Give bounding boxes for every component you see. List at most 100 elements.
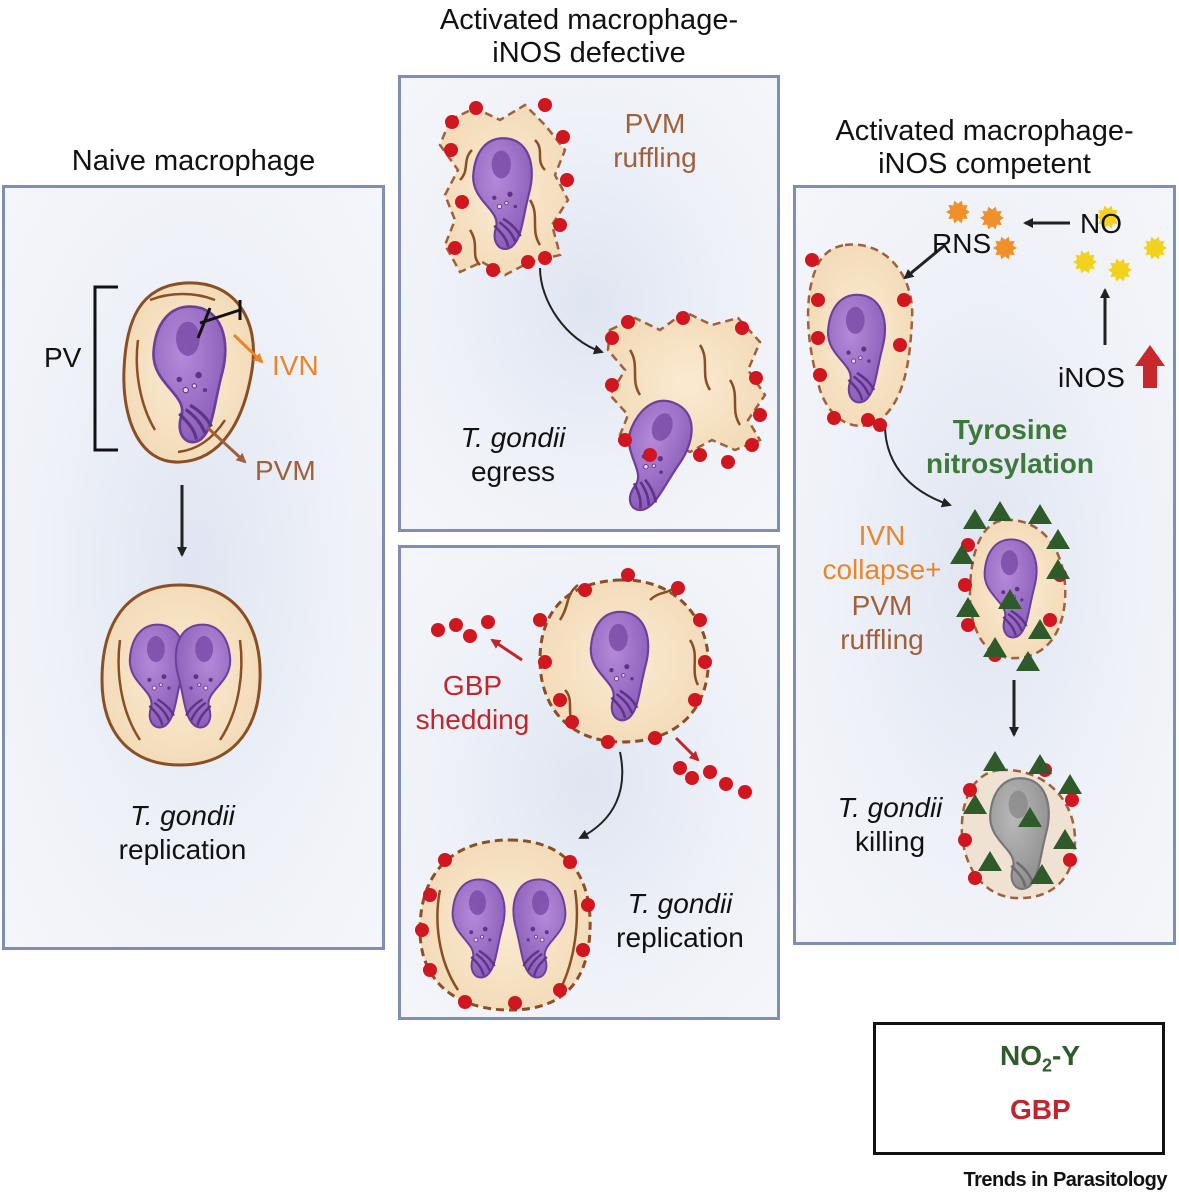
gbp-dot [533,613,547,627]
gbp-dot [643,448,657,462]
gbp-dot [481,615,495,629]
gbp-dot [693,448,707,462]
no2y-triangle [1018,807,1042,827]
gbp-dot [963,783,977,797]
gbp-dot [581,898,595,912]
pvm-ruffling-line1: PVM [624,108,686,139]
no2y-triangle [1030,864,1054,884]
gbp-dot [1043,613,1057,627]
ivn-arrow [232,333,264,364]
competent-title-line1: Activated macrophage- [835,115,1134,147]
pvm-label: PVM [255,455,316,486]
shedding-outcome-organism: T. gondii [627,888,733,919]
rns-label: RNS [932,228,992,259]
gbp-dot [486,263,500,277]
gbp-dot [738,785,752,799]
no2y-triangle [950,544,974,564]
pv-label: PV [44,342,82,373]
egress-curved-arrow [539,267,604,355]
gbp-dot [861,413,875,427]
gbp-dot [415,923,429,937]
gbp-dot [813,368,827,382]
rns-star-icon [993,236,1017,260]
legend-no2y-suffix: -Y [1052,1040,1081,1071]
naive-outcome-label: replication [118,834,247,865]
gbp-dot [1065,793,1079,807]
egress-label: egress [470,456,556,487]
killing-label: killing [854,826,926,857]
shedding-outcome-label: replication [616,922,744,953]
egress-organism: T. gondii [460,422,566,453]
gbp-dot [621,315,635,329]
competent-pvm-ruffling-line1: PVM [851,590,913,621]
gbp-dot [676,311,690,325]
gbp-shedding-line1: GBP [442,670,503,701]
gbp-dot [698,655,712,669]
no-label: NO [1080,208,1122,239]
defective-title-line2: iNOS defective [492,37,686,69]
gbp-dot [458,995,472,1009]
gbp-dot [445,115,459,129]
gbp-dot [553,218,567,232]
rns-star-icon [980,206,1004,230]
no2y-triangle [963,794,987,814]
gbp-dot [693,613,707,627]
no2y-triangle [1016,651,1040,671]
ivn-collapse-line1: IVN [858,520,906,551]
gbp-dot [745,438,759,452]
gbp-dot [538,655,552,669]
gbp-shed-arrow-left [490,638,523,662]
gbp-dot [423,888,437,902]
defective-title-line1: Activated macrophage- [439,4,739,36]
rns-arrow [903,243,946,280]
naive-pv-vacuole [122,281,255,464]
gbp-dot [538,98,552,112]
gbp-dot [463,629,477,643]
naive-panel-title: Naive macrophage [71,145,316,177]
gbp-dot [753,408,767,422]
gbp-dot [735,321,749,335]
gbp-dot [618,433,632,447]
legend-no2y-prefix: NO [1000,1040,1042,1071]
gbp-dot [873,418,887,432]
shedding-curved-arrow [578,751,624,839]
gbp-shedding-line2: shedding [415,704,530,735]
rns-star-icon [946,200,970,224]
gbp-dot [576,943,590,957]
gbp-dot [553,983,567,997]
gbp-dot [605,331,619,345]
inos-up-arrow-icon [1135,345,1165,388]
no2y-triangle [983,751,1007,771]
no2y-triangle [1028,504,1052,524]
legend-gbp-label: GBP [1010,1094,1071,1125]
gbp-dot [449,618,463,632]
gbp-dot [968,871,982,885]
gbp-dot [958,833,972,847]
gbp-dot [897,293,911,307]
gbp-dot [688,693,702,707]
no2y-triangle [1028,619,1052,639]
gbp-dot [958,578,972,592]
shedding-vacuole [538,578,710,744]
no2y-triangle [988,501,1012,521]
no2y-triangle [998,589,1022,609]
ivn-label: IVN [272,350,319,381]
gbp-dot [673,761,687,775]
journal-credit: Trends in Parasitology [963,1169,1167,1191]
defective-egress-group [604,310,767,521]
no-star-icon [1073,250,1097,274]
pv-bracket [93,285,118,452]
gbp-dot [556,130,570,144]
gbp-dot [811,331,825,345]
gbp-dot [601,735,615,749]
gbp-dot [444,143,458,157]
gbp-dot [1063,853,1077,867]
pvm-ruffling-line2: ruffling [613,142,697,173]
naive-replicating-vacuole [100,583,262,767]
shedding-replicating-vacuole [418,838,592,1012]
no2y-triangle [1058,774,1082,794]
gbp-dot [448,241,462,255]
gbp-dot [721,455,735,469]
no2y-triangle [963,509,987,529]
gbp-dot [563,855,577,869]
